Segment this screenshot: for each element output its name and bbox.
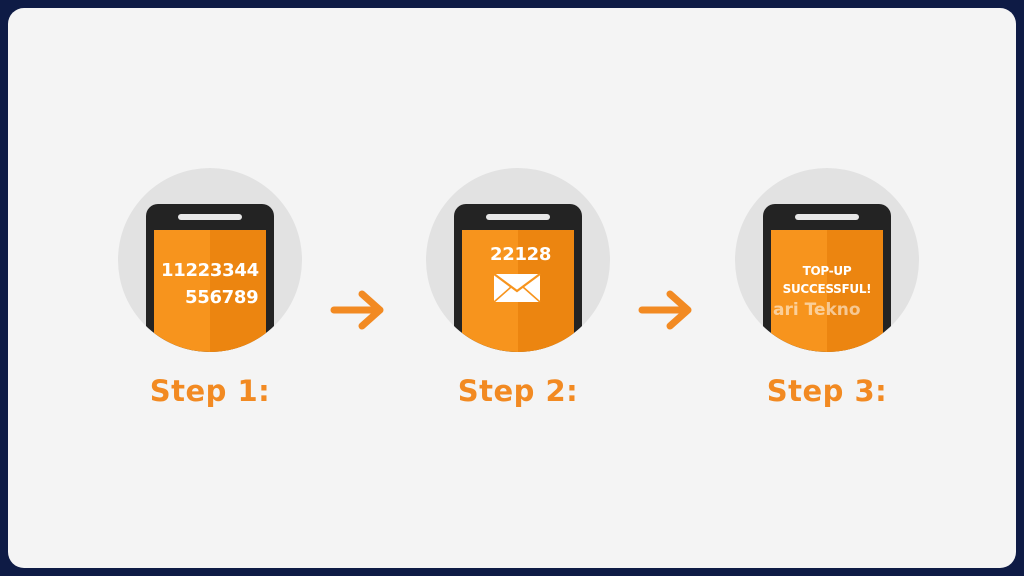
step-2-circle: 22128: [426, 168, 610, 352]
phone-screen: 11223344 556789: [154, 230, 266, 352]
phone-speaker: [486, 214, 550, 220]
screen-number-line-2: 556789: [185, 287, 259, 308]
screen-number-line-1: 11223344: [161, 260, 259, 281]
screen-status-line-1: TOP-UP: [802, 264, 852, 278]
phone-speaker: [178, 214, 242, 220]
step-1-label: Step 1:: [149, 374, 271, 408]
screen-status-line-2: SUCCESSFUL!: [782, 282, 872, 296]
watermark-logo: ari Tekno: [773, 300, 861, 320]
arrow-right-icon: [330, 290, 384, 330]
step-3-circle: TOP-UP SUCCESSFUL! ari Tekno: [735, 168, 919, 352]
phone-icon: 11223344 556789: [146, 204, 274, 352]
phone-screen: 22128: [462, 230, 574, 352]
arrow-right-icon: [638, 290, 692, 330]
step-3: TOP-UP SUCCESSFUL! ari Tekno Step 3:: [735, 168, 919, 428]
phone-speaker: [795, 214, 859, 220]
phone-icon: 22128: [454, 204, 582, 352]
step-2-label: Step 2:: [457, 374, 579, 408]
step-3-label: Step 3:: [766, 374, 888, 408]
phone-icon: TOP-UP SUCCESSFUL! ari Tekno: [763, 204, 891, 352]
diagram-frame: 11223344 556789 Step 1: 22128: [8, 8, 1016, 568]
screen-shortcode: 22128: [490, 244, 552, 265]
step-2: 22128 Step 2:: [426, 168, 610, 428]
envelope-icon: [493, 273, 541, 303]
step-1-circle: 11223344 556789: [118, 168, 302, 352]
phone-screen: TOP-UP SUCCESSFUL! ari Tekno: [771, 230, 883, 352]
step-1: 11223344 556789 Step 1:: [118, 168, 302, 428]
